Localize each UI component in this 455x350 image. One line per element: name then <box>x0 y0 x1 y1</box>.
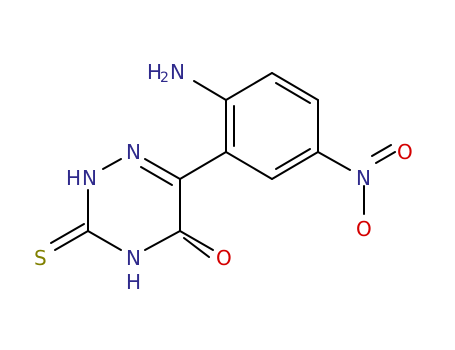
bond-nitro-o-top-2 <box>371 144 392 157</box>
bond-c-s-2 <box>50 223 85 244</box>
bond-amine <box>193 80 227 101</box>
sulfur-label: S <box>34 246 47 270</box>
bond-c3-n4 <box>87 230 122 251</box>
bond-ring-bottom-right-inner <box>275 148 311 170</box>
amine-subscript-label: 2 <box>160 70 169 86</box>
nitro-o-bottom-label: O <box>356 217 372 241</box>
bond-ring-triazine <box>179 151 227 180</box>
bond-ring-top-right <box>271 72 319 101</box>
bond-nitro-o-top <box>375 151 396 164</box>
triazine-nh-h-label: H <box>66 166 81 190</box>
bond-n1-n2 <box>102 158 122 170</box>
bond-c6-n1-inner <box>140 166 173 186</box>
bond-c-o <box>179 230 214 251</box>
amine-h-label: H <box>147 60 162 84</box>
bond-ring-top-right-inner <box>275 82 311 104</box>
bond-c-s <box>54 230 89 251</box>
triazine-n4-h-label: H <box>126 270 141 294</box>
triazine-nh-n-label: N <box>82 166 97 190</box>
nitro-o-top-label: O <box>397 140 413 164</box>
bond-ring-bottom-left <box>225 151 273 180</box>
bond-ring-bottom-right <box>271 151 319 180</box>
triazine-n1-label: N <box>126 140 141 164</box>
bond-c-o-2 <box>183 237 210 258</box>
bond-ring-nitro <box>317 151 351 171</box>
bond-layer <box>50 72 396 258</box>
bond-ring-top-left <box>225 72 273 101</box>
bond-c6-n1 <box>144 158 181 180</box>
carbonyl-o-label: O <box>216 246 232 270</box>
atom-label-layer: H 2 N N H N S N H O N O O <box>34 60 413 294</box>
triazine-n4-label: N <box>126 246 141 270</box>
nitro-n-label: N <box>356 166 371 190</box>
bond-n4-c5 <box>144 230 181 251</box>
amine-n-label: N <box>170 60 185 84</box>
